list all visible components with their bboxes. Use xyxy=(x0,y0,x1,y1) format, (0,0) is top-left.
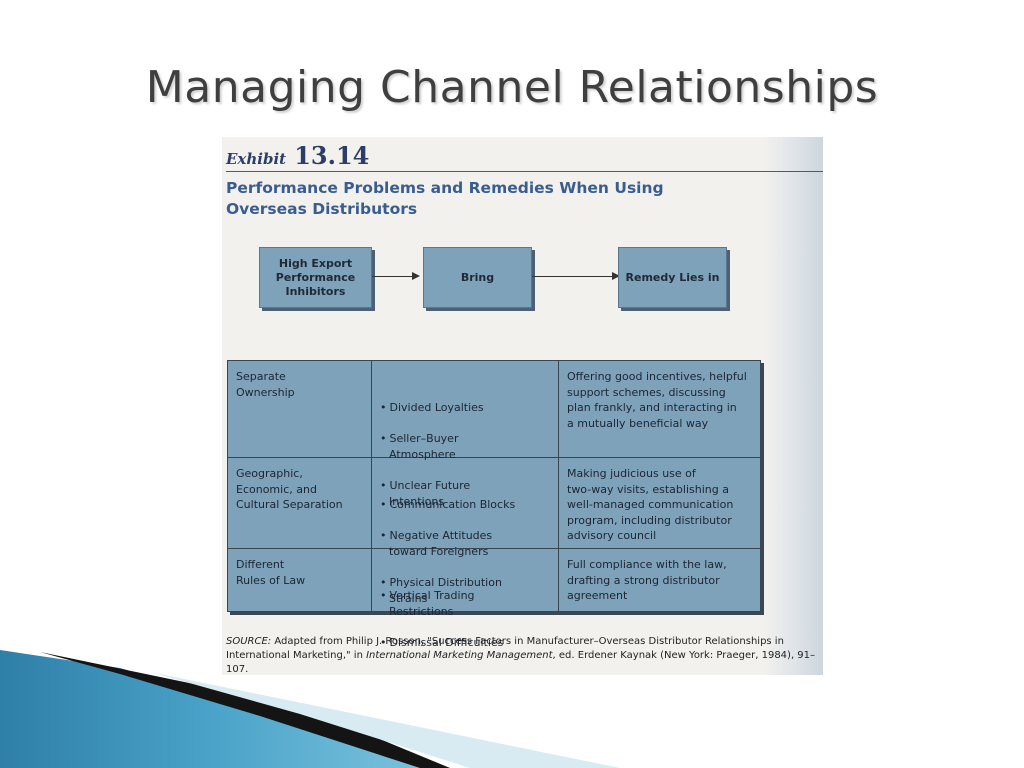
issues-cell: Divided Loyalties Seller–Buyer Atmospher… xyxy=(372,361,559,508)
list-item: Communication Blocks xyxy=(380,497,550,513)
issues-cell: Communication Blocks Negative Attitudes … xyxy=(372,458,559,605)
source-text: Adapted from Philip J. Rosson, "Success … xyxy=(226,636,784,661)
list-item: Vertical Trading Restrictions xyxy=(380,588,550,619)
problems-remedies-table: Separate Ownership Divided Loyalties Sel… xyxy=(227,360,761,649)
exhibit-number: 13.14 xyxy=(294,141,370,170)
list-item: Dismissal Difficulties xyxy=(380,635,550,651)
remedy-cell: Offering good incentives, helpful suppor… xyxy=(559,361,760,458)
flow-box-label: Bring xyxy=(460,270,495,284)
list-item: Divided Loyalties xyxy=(380,400,550,416)
flow-box-label: Remedy Lies in xyxy=(625,270,720,284)
problem-cell: Separate Ownership xyxy=(228,361,372,458)
issues-cell: Vertical Trading Restrictions Dismissal … xyxy=(372,549,559,649)
arrow-right-icon xyxy=(372,272,420,280)
exhibit-image: Exhibit 13.14 Performance Problems and R… xyxy=(222,137,823,675)
list-item: Seller–Buyer Atmosphere xyxy=(380,431,550,462)
source-label: SOURCE: xyxy=(226,636,272,647)
scan-page-edge xyxy=(763,137,823,675)
problem-cell: Geographic, Economic, and Cultural Separ… xyxy=(228,458,372,549)
flow-box-remedy: Remedy Lies in xyxy=(618,247,727,308)
source-book-title: International Marketing Management xyxy=(366,650,553,661)
divider xyxy=(226,171,823,172)
exhibit-word: Exhibit xyxy=(226,150,287,168)
problem-cell: Different Rules of Law xyxy=(228,549,372,611)
exhibit-label: Exhibit 13.14 xyxy=(226,141,369,170)
source-citation: SOURCE: Adapted from Philip J. Rosson, "… xyxy=(226,635,823,675)
remedy-cell: Making judicious use of two-way visits, … xyxy=(559,458,760,549)
remedy-cell: Full compliance with the law, drafting a… xyxy=(567,558,727,603)
exhibit-heading: Performance Problems and Remedies When U… xyxy=(226,179,664,218)
flow-box-inhibitors: High Export Performance Inhibitors xyxy=(259,247,372,308)
flow-box-label: High Export Performance Inhibitors xyxy=(275,256,356,298)
source-text-end: , ed. Erdener Kaynak (New York: Praeger,… xyxy=(226,650,816,675)
decorative-swoosh xyxy=(0,650,620,768)
flow-box-bring: Bring xyxy=(423,247,532,308)
arrow-right-icon xyxy=(532,272,620,280)
list-item: Negative Attitudes toward Foreigners xyxy=(380,528,550,559)
slide-title: Managing Channel Relationships xyxy=(145,62,879,113)
